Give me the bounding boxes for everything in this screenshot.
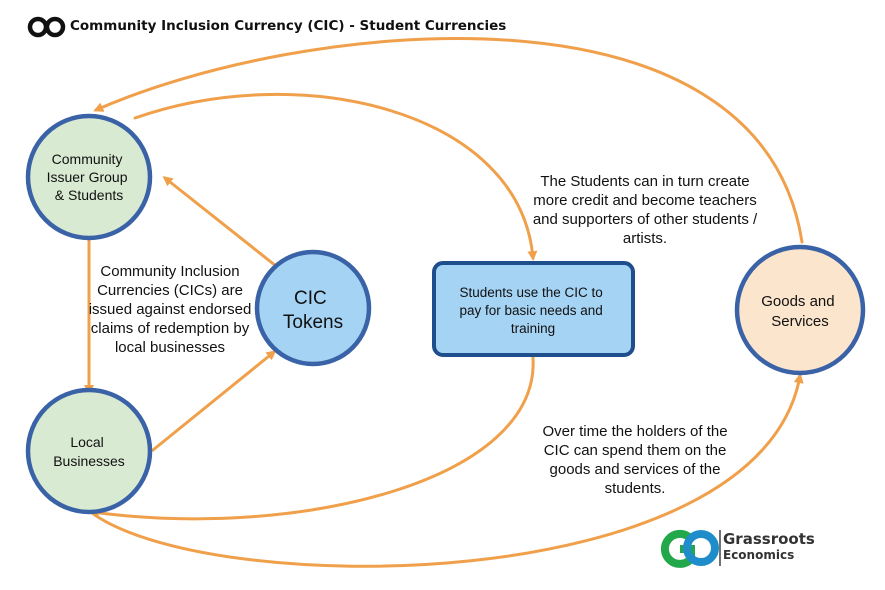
node-community-issuer: Community Issuer Group & Students <box>25 113 153 241</box>
svg-text:Community Issuer Group: Community Issuer Group & Students <box>47 151 132 203</box>
node-cic-tokens: CIC Tokens <box>254 249 372 367</box>
infinity-logo-icon <box>27 16 66 38</box>
businesses-line-2: Businesses <box>53 453 125 469</box>
page-title: Community Inclusion Currency (CIC) - Stu… <box>70 18 507 34</box>
brand-line-2: Economics <box>723 548 795 562</box>
arrow-businesses-to-tokens <box>151 350 277 452</box>
goods-line-1: Goods and <box>761 293 834 310</box>
tokens-line-1: CIC <box>294 288 327 309</box>
brand-line-1: Grassroots <box>723 530 815 548</box>
note-issuance: Community Inclusion Currencies (CICs) ar… <box>88 263 252 356</box>
node-local-businesses: Local Businesses <box>25 387 153 515</box>
svg-text:Students use the CIC to: Students use the CIC to pay for basic ne… <box>459 285 606 336</box>
node-goods-services: Goods and Services <box>734 244 866 376</box>
tokens-line-2: Tokens <box>283 312 343 333</box>
arrow-businesses-to-goods <box>86 373 804 568</box>
svg-text:CIC Tokens: CIC Tokens <box>283 288 343 333</box>
note-spend: Over time the holders of the CIC can spe… <box>542 423 728 497</box>
arrow-tokens-to-issuer <box>162 176 278 268</box>
arrow-issuer-to-students-use <box>133 93 538 261</box>
svg-text:Goods and Services: Goods and Services <box>761 293 839 330</box>
issuer-line-1: Community <box>52 151 123 167</box>
issuer-line-3: & Students <box>55 187 124 203</box>
arrow-top-goods-to-issuer <box>93 37 804 244</box>
svg-text:Local Businesses: Local Businesses <box>53 434 125 469</box>
students-use-line-1: Students use the CIC to <box>459 285 602 300</box>
grassroots-logo-icon <box>660 529 719 568</box>
students-use-line-3: training <box>511 321 555 336</box>
node-students-use-cic: Students use the CIC to pay for basic ne… <box>432 261 635 357</box>
students-use-line-2: pay for basic needs and <box>459 303 602 318</box>
issuer-line-2: Issuer Group <box>47 169 128 185</box>
businesses-line-1: Local <box>70 434 103 450</box>
goods-line-2: Services <box>771 313 829 330</box>
note-create-credit: The Students can in turn create more cre… <box>532 173 758 247</box>
grassroots-brand: Grassroots Economics <box>723 531 815 563</box>
arrow-students-use-to-businesses <box>89 356 535 521</box>
